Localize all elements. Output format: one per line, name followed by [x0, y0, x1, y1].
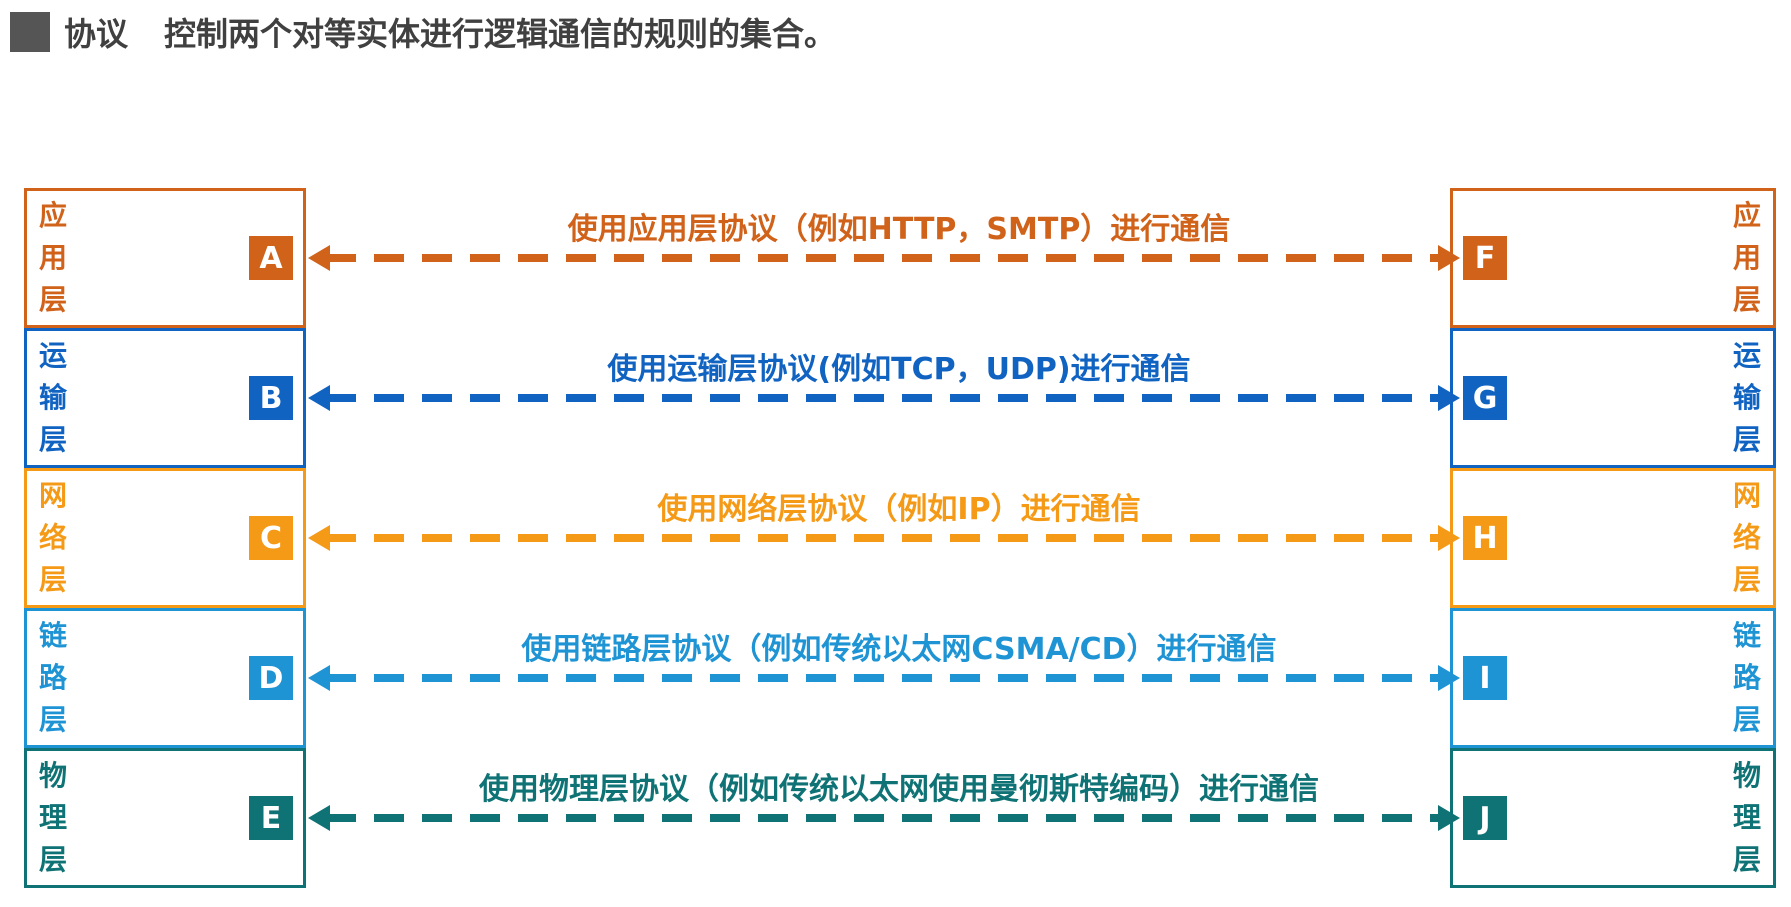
layer-name-char: 理 — [1732, 801, 1761, 834]
right-layer-name: 应用层 — [1733, 191, 1761, 325]
left-layer-box: 网络层 C — [24, 468, 306, 608]
left-entity-badge: C — [249, 516, 293, 560]
right-layer-box: 应用层 F — [1450, 188, 1776, 328]
comm-arrow — [308, 665, 1460, 691]
left-layer-name: 网络层 — [39, 471, 67, 605]
arrowhead-left-icon — [308, 805, 330, 831]
right-entity-badge: J — [1463, 796, 1507, 840]
layer-name-char: 物 — [39, 759, 68, 792]
layer-name-char: 路 — [39, 661, 68, 694]
protocol-label: 使用运输层协议(例如TCP，UDP)进行通信 — [607, 352, 1191, 387]
left-entity-badge: D — [249, 656, 293, 700]
layer-name-char: 物 — [1732, 759, 1761, 792]
layer-name-char: 层 — [1732, 563, 1761, 596]
arrowhead-left-icon — [308, 665, 330, 691]
protocol-label: 使用网络层协议（例如IP）进行通信 — [657, 492, 1141, 527]
layer-name-char: 层 — [39, 563, 68, 596]
layer-name-char: 理 — [39, 801, 68, 834]
layer-name-char: 层 — [39, 423, 68, 456]
comm-arrow — [308, 525, 1460, 551]
left-layer-box: 运输层 B — [24, 328, 306, 468]
right-entity-badge: F — [1463, 236, 1507, 280]
layer-name-char: 层 — [1732, 843, 1761, 876]
comm-arrow — [308, 245, 1460, 271]
protocol-label: 使用物理层协议（例如传统以太网使用曼彻斯特编码）进行通信 — [479, 772, 1319, 807]
right-layer-name: 运输层 — [1733, 331, 1761, 465]
layer-name-char: 用 — [39, 241, 68, 274]
layer-name-char: 网 — [39, 479, 68, 512]
layer-name-char: 运 — [1732, 339, 1761, 372]
right-layer-box: 网络层 H — [1450, 468, 1776, 608]
left-entity-badge: E — [249, 796, 293, 840]
layer-name-char: 层 — [39, 283, 68, 316]
layer-name-char: 运 — [39, 339, 68, 372]
title-definition: 控制两个对等实体进行逻辑通信的规则的集合。 — [164, 15, 837, 53]
layer-name-char: 络 — [39, 521, 68, 554]
right-layer-name: 网络层 — [1733, 471, 1761, 605]
left-entity-badge: A — [249, 236, 293, 280]
right-layer-name: 链路层 — [1733, 611, 1761, 745]
left-entity-badge: B — [249, 376, 293, 420]
right-entity-badge: H — [1463, 516, 1507, 560]
layer-name-char: 输 — [1732, 381, 1761, 414]
arrowhead-left-icon — [308, 385, 330, 411]
right-layer-name: 物理层 — [1733, 751, 1761, 885]
arrowhead-right-icon — [1438, 665, 1460, 691]
title-bullet-square — [10, 12, 50, 52]
layer-name-char: 链 — [1732, 619, 1761, 652]
arrowhead-right-icon — [1438, 385, 1460, 411]
layer-name-char: 层 — [1732, 423, 1761, 456]
comm-arrow — [308, 805, 1460, 831]
arrowhead-left-icon — [308, 525, 330, 551]
left-layer-box: 物理层 E — [24, 748, 306, 888]
layer-name-char: 层 — [39, 843, 68, 876]
arrowhead-left-icon — [308, 245, 330, 271]
left-layer-name: 运输层 — [39, 331, 67, 465]
right-entity-badge: G — [1463, 376, 1507, 420]
layer-name-char: 应 — [39, 199, 68, 232]
left-layer-name: 链路层 — [39, 611, 67, 745]
layer-name-char: 层 — [1732, 283, 1761, 316]
protocol-label: 使用链路层协议（例如传统以太网CSMA/CD）进行通信 — [521, 632, 1277, 667]
layer-name-char: 应 — [1732, 199, 1761, 232]
title-row: 协议 控制两个对等实体进行逻辑通信的规则的集合。 — [10, 8, 836, 56]
layer-name-char: 输 — [39, 381, 68, 414]
arrowhead-right-icon — [1438, 245, 1460, 271]
protocol-label: 使用应用层协议（例如HTTP，SMTP）进行通信 — [567, 212, 1231, 247]
layer-name-char: 链 — [39, 619, 68, 652]
right-layer-box: 链路层 I — [1450, 608, 1776, 748]
layer-name-char: 层 — [1732, 703, 1761, 736]
layer-name-char: 路 — [1732, 661, 1761, 694]
right-entity-badge: I — [1463, 656, 1507, 700]
arrowhead-right-icon — [1438, 805, 1460, 831]
left-layer-name: 应用层 — [39, 191, 67, 325]
left-layer-name: 物理层 — [39, 751, 67, 885]
arrowhead-right-icon — [1438, 525, 1460, 551]
left-layer-box: 链路层 D — [24, 608, 306, 748]
layer-name-char: 用 — [1732, 241, 1761, 274]
title-term: 协议 — [64, 15, 129, 53]
left-layer-box: 应用层 A — [24, 188, 306, 328]
layer-name-char: 网 — [1732, 479, 1761, 512]
layer-name-char: 络 — [1732, 521, 1761, 554]
layer-name-char: 层 — [39, 703, 68, 736]
comm-arrow — [308, 385, 1460, 411]
